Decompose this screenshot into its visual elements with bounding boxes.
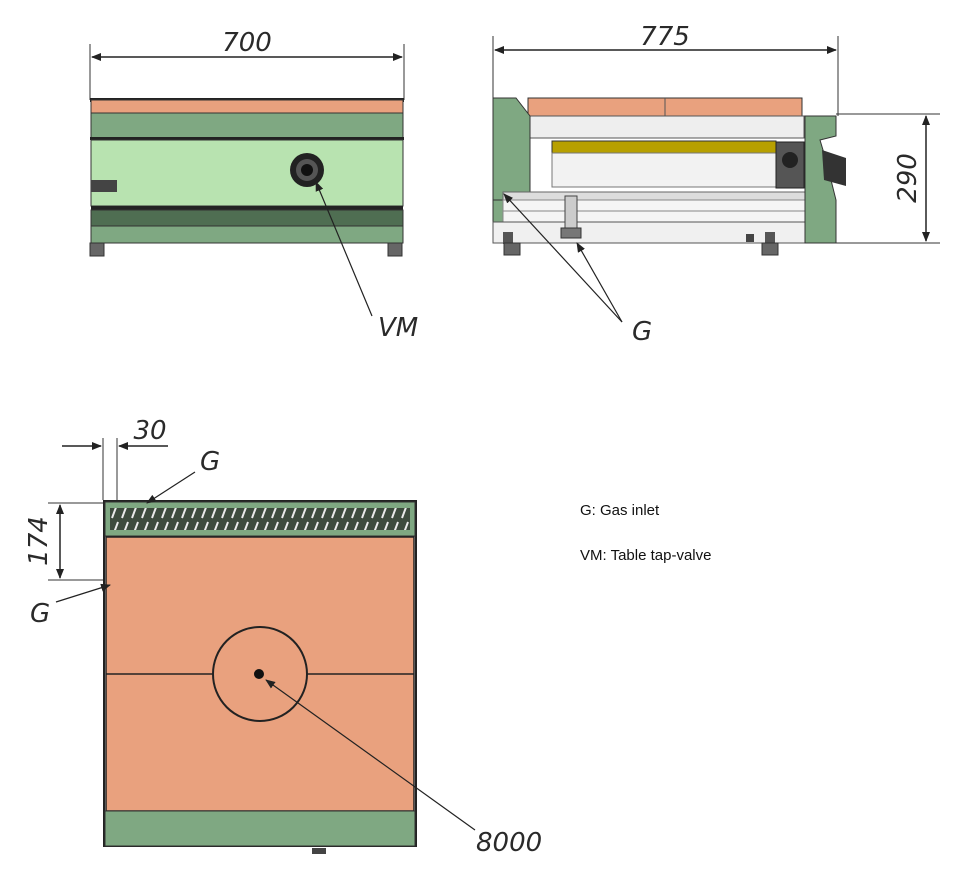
valve-assembly-icon [775,141,846,189]
side-width-dimension: 775 [492,22,839,116]
foot [761,242,779,256]
burner-bar [551,140,777,154]
front-control-panel [90,139,404,207]
control-knob-icon [290,153,324,187]
valve-callout-label: VM [378,313,418,343]
side-height-label: 290 [893,153,923,203]
legend-gas-inlet: G: Gas inlet [580,502,660,519]
top-offset-label: 30 [133,416,166,446]
front-width-label: 700 [222,28,272,58]
side-gas-callout-label: G [632,317,652,347]
foot [503,242,521,256]
rear-grate [110,508,410,530]
burner-power-label: 8000 [476,828,542,858]
side-view: 775 290 [492,22,940,347]
top-depth-dimension: 174 [24,502,117,581]
front-griddle-plate [90,99,404,114]
legend-table-tap-valve: VM: Table tap-valve [580,547,712,564]
side-height-dimension: 290 [820,113,940,244]
front-width-dimension: 700 [89,28,405,100]
foot [89,242,105,257]
front-view: 700 VM [89,28,418,343]
top-depth-label: 174 [24,516,54,566]
side-width-label: 775 [640,22,690,52]
top-gas-callout-label-upper: G [200,447,220,477]
foot [387,242,403,257]
top-view: 30 174 G G 8000 [24,416,542,858]
top-gas-callout-label-left: G [30,599,50,629]
